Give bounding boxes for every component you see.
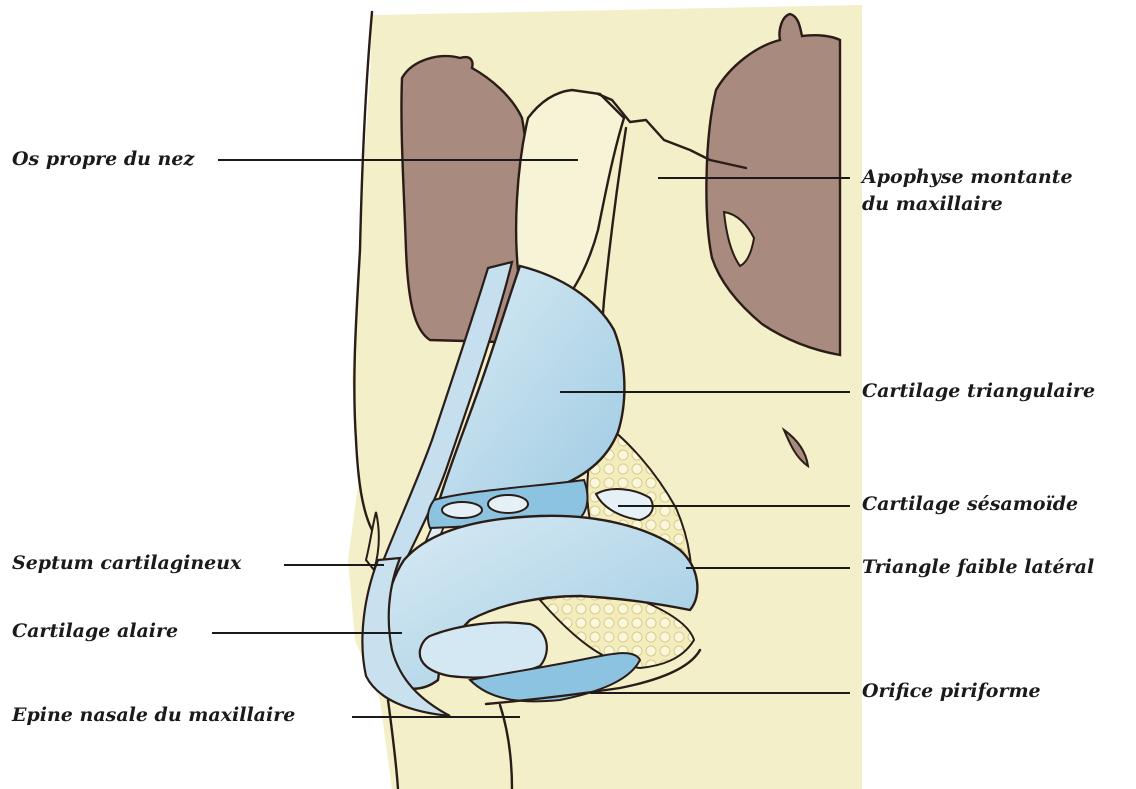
label-triangle-faible-lateral: Triangle faible latéral <box>862 558 1094 577</box>
label-septum-cartilagineux: Septum cartilagineux <box>12 554 241 573</box>
label-orifice-piriforme: Orifice piriforme <box>862 682 1041 701</box>
sesamoid-ring-1 <box>442 502 482 518</box>
label-apophyse-montante-line2: du maxillaire <box>862 191 1073 218</box>
label-apophyse-montante-line1: Apophyse montante <box>862 164 1073 191</box>
label-apophyse-montante: Apophyse montante du maxillaire <box>862 164 1073 218</box>
sesamoid-ring-2 <box>488 495 528 513</box>
label-os-propre-du-nez: Os propre du nez <box>12 150 194 169</box>
label-cartilage-sesamoide: Cartilage sésamoïde <box>862 495 1078 514</box>
label-cartilage-triangulaire: Cartilage triangulaire <box>862 382 1095 401</box>
label-epine-nasale-du-maxillaire: Epine nasale du maxillaire <box>12 706 295 725</box>
label-cartilage-alaire: Cartilage alaire <box>12 622 178 641</box>
